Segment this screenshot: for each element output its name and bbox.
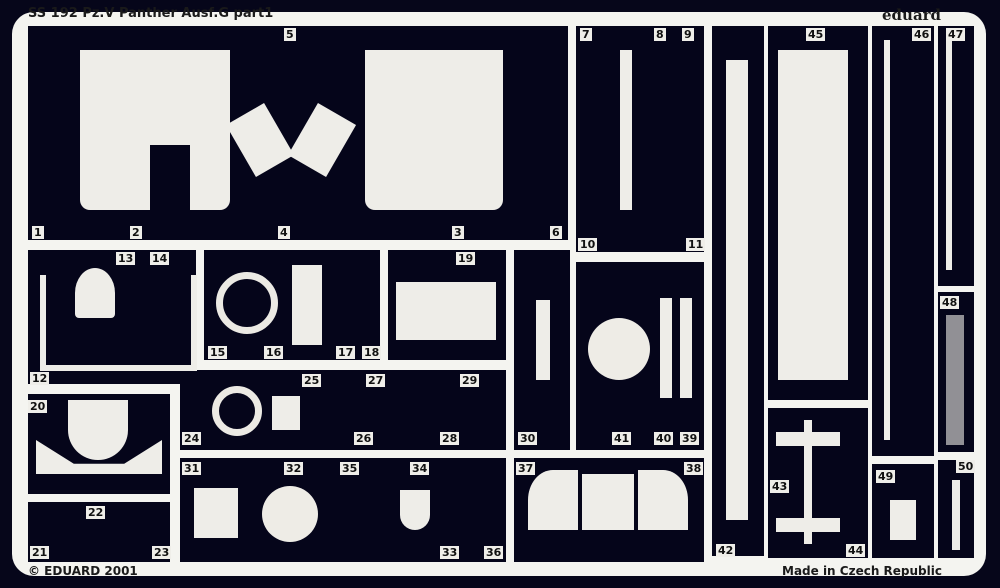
part-number: 2 bbox=[130, 226, 142, 239]
copyright: © EDUARD 2001 bbox=[28, 564, 138, 578]
part-number: 13 bbox=[116, 252, 136, 265]
part-number: 16 bbox=[264, 346, 284, 359]
part-number: 39 bbox=[680, 432, 700, 445]
part-number: 33 bbox=[440, 546, 460, 559]
plate-16 bbox=[292, 265, 322, 345]
rod-8 bbox=[620, 50, 632, 210]
fender-right bbox=[365, 50, 503, 210]
rod-43 bbox=[804, 420, 812, 544]
part-number: 44 bbox=[846, 544, 866, 557]
strip-40 bbox=[660, 298, 672, 398]
part-number: 19 bbox=[456, 252, 476, 265]
part-number: 42 bbox=[716, 544, 736, 557]
rod-42 bbox=[726, 60, 748, 520]
part-number: 41 bbox=[612, 432, 632, 445]
disc-32 bbox=[262, 486, 318, 542]
part-number: 26 bbox=[354, 432, 374, 445]
part-number: 14 bbox=[150, 252, 170, 265]
cover-20 bbox=[68, 400, 128, 460]
part-number: 15 bbox=[208, 346, 228, 359]
part-number: 23 bbox=[152, 546, 172, 559]
part-34 bbox=[400, 490, 430, 530]
part-number: 43 bbox=[770, 480, 790, 493]
part-number: 38 bbox=[684, 462, 704, 475]
part-number: 8 bbox=[654, 28, 666, 41]
part-number: 25 bbox=[302, 374, 322, 387]
part-number: 35 bbox=[340, 462, 360, 475]
bracket-12 bbox=[40, 275, 197, 371]
part-25 bbox=[272, 396, 300, 430]
flap-38 bbox=[638, 470, 688, 530]
rod-50 bbox=[952, 480, 960, 550]
part-number: 48 bbox=[940, 296, 960, 309]
plate-45 bbox=[778, 50, 848, 380]
part-number: 47 bbox=[946, 28, 966, 41]
part-number: 45 bbox=[806, 28, 826, 41]
part-number: 31 bbox=[182, 462, 202, 475]
part-number: 32 bbox=[284, 462, 304, 475]
part-number: 22 bbox=[86, 506, 106, 519]
part-number: 50 bbox=[956, 460, 976, 473]
ring-24 bbox=[212, 386, 262, 436]
part-number: 3 bbox=[452, 226, 464, 239]
brand-logo: eduard bbox=[882, 6, 942, 24]
box-31 bbox=[194, 488, 238, 538]
cell-47 bbox=[938, 26, 974, 286]
rod-47 bbox=[946, 40, 952, 270]
part-number: 6 bbox=[550, 226, 562, 239]
part-number: 28 bbox=[440, 432, 460, 445]
part-number: 20 bbox=[28, 400, 48, 413]
cell-7-11 bbox=[576, 26, 704, 252]
part-number: 36 bbox=[484, 546, 504, 559]
part-number: 7 bbox=[580, 28, 592, 41]
part-number: 49 bbox=[876, 470, 896, 483]
grille-48 bbox=[946, 315, 964, 445]
part-number: 34 bbox=[410, 462, 430, 475]
part-number: 37 bbox=[516, 462, 536, 475]
ring-15 bbox=[216, 272, 278, 334]
part-number: 1 bbox=[32, 226, 44, 239]
part-number: 12 bbox=[30, 372, 50, 385]
disc-41 bbox=[588, 318, 650, 380]
rod-46 bbox=[884, 40, 890, 440]
part-number: 10 bbox=[578, 238, 598, 251]
part-number: 30 bbox=[518, 432, 538, 445]
rod-30 bbox=[536, 300, 550, 380]
part-number: 18 bbox=[362, 346, 382, 359]
flap-37 bbox=[528, 470, 578, 530]
part-number: 9 bbox=[682, 28, 694, 41]
part-number: 5 bbox=[284, 28, 296, 41]
fret-title: SS 192 Pz.V Panther Ausf.G part1 bbox=[28, 6, 274, 21]
plate-37-38 bbox=[582, 474, 634, 530]
fender-cutout bbox=[150, 145, 190, 215]
part-number: 11 bbox=[686, 238, 706, 251]
origin-text: Made in Czech Republic bbox=[782, 564, 942, 578]
part-number: 4 bbox=[278, 226, 290, 239]
part-number: 21 bbox=[30, 546, 50, 559]
box-19 bbox=[396, 282, 496, 340]
part-number: 27 bbox=[366, 374, 386, 387]
part-number: 17 bbox=[336, 346, 356, 359]
part-49 bbox=[890, 500, 916, 540]
cell-46 bbox=[872, 26, 934, 456]
part-number: 46 bbox=[912, 28, 932, 41]
part-number: 29 bbox=[460, 374, 480, 387]
part-number: 24 bbox=[182, 432, 202, 445]
strip-39 bbox=[680, 298, 692, 398]
shovel-13 bbox=[75, 268, 115, 318]
part-number: 40 bbox=[654, 432, 674, 445]
